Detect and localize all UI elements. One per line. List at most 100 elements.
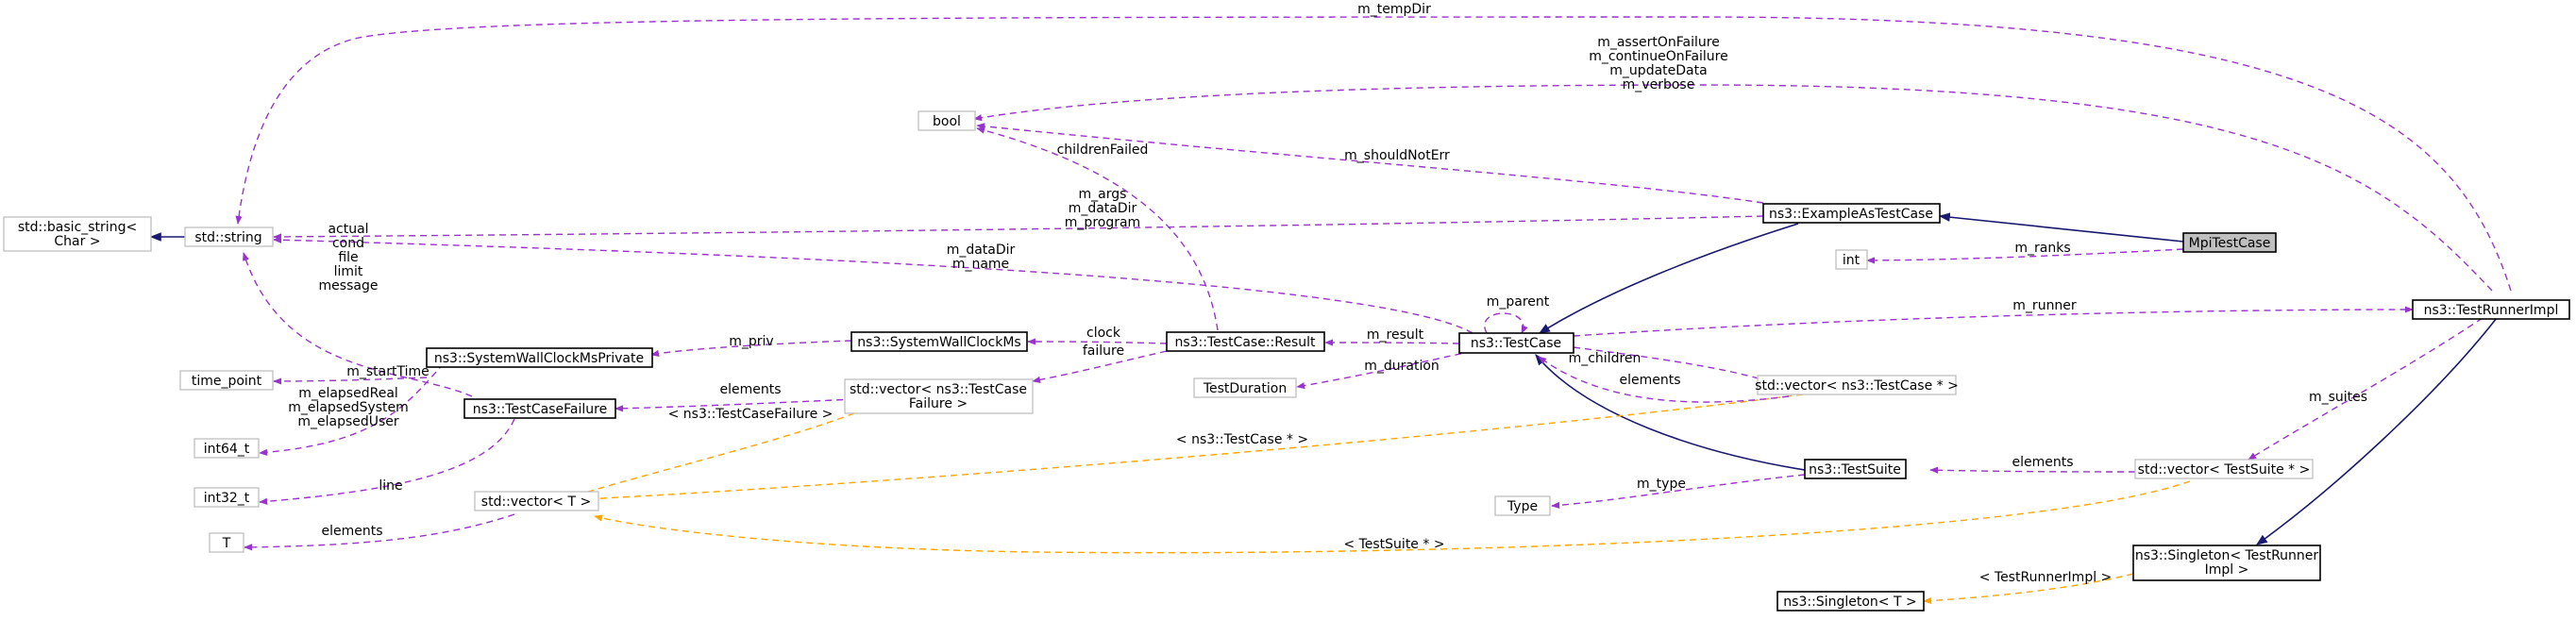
node-label: ns3::Singleton< TestRunner [2135,548,2319,563]
edge-testcase-parent-self [1484,312,1528,334]
edge-result-failure-to-vector [1032,350,1168,383]
node-std-vector-t[interactable]: std::vector< T > [474,491,599,511]
node-label: ns3::TestSuite [1809,462,1901,478]
node-label: std::vector< TestSuite * > [2138,462,2311,478]
node-label: T [222,536,231,551]
edge-singleton-impl-to-singleton-t [1923,573,2134,605]
node-example-as-test-case[interactable]: ns3::ExampleAsTestCase [1762,203,1941,224]
label-m-result: m_result [1367,327,1424,343]
node-test-suite[interactable]: ns3::TestSuite [1804,459,1907,479]
label-m-type: m_type [1637,477,1686,492]
label-line: m_elapsedSystem [288,400,409,415]
node-label: int [1843,253,1860,268]
edge-testsuite-to-testcase [1535,354,1806,471]
node-label: TestDuration [1203,381,1287,396]
node-label: std::vector< ns3::TestCase [850,382,1027,397]
node-label: bool [933,114,961,129]
label-line: m_name [952,257,1009,272]
label-childrenfailed: childrenFailed [1057,142,1149,158]
node-time-point[interactable]: time_point [179,370,274,391]
node-type[interactable]: Type [1494,495,1551,516]
label-m-duration: m_duration [1364,359,1440,374]
node-test-case[interactable]: ns3::TestCase [1458,332,1574,354]
node-label: std::vector< ns3::TestCase * > [1755,378,1959,394]
label-line: m_continueOnFailure [1589,49,1727,64]
node-label: int64_t [204,442,250,457]
node-test-runner-impl[interactable]: ns3::TestRunnerImpl [2412,299,2570,320]
label-elements-suites: elements [2012,455,2073,470]
node-label: ns3::TestCase [1471,336,1561,351]
edge-private-priv-to-clock [650,340,852,357]
node-label: std::basic_string< [18,220,137,235]
edge-mpi-to-example [1938,212,2184,243]
edge-failure-strings-to-string [243,252,473,397]
node-label: ns3::SystemWallClockMs [857,335,1020,350]
nodes: MpiTestCase ns3::ExampleAsTestCase ns3::… [3,110,2570,612]
label-tmpl-test-runner-impl: < TestRunnerImpl > [1979,570,2113,585]
label-elements-children: elements [1619,373,1680,388]
node-label: std::string [194,230,261,245]
node-label: ns3::Singleton< T > [1783,595,1916,610]
node-test-case-failure[interactable]: ns3::TestCaseFailure [463,398,616,419]
node-int32-t[interactable]: int32_t [194,487,260,508]
label-line: m_elapsedUser [297,414,399,429]
node-vector-test-suite-ptr[interactable]: std::vector< TestSuite * > [2134,459,2314,479]
label-failure: failure [1083,344,1124,359]
node-label: ns3::TestCaseFailure [473,402,607,417]
label-line: m_dataDir [1069,201,1137,216]
node-std-string[interactable]: std::string [184,226,274,247]
label-line: message [319,278,379,293]
label-failure-string-members: actual cond file limit message [319,222,379,293]
node-vector-test-case-ptr[interactable]: std::vector< ns3::TestCase * > [1755,375,1959,395]
label-line: actual [328,222,368,237]
edge-runner-suites-to-vector [2248,317,2483,461]
label-m-suites: m_suites [2309,390,2367,405]
node-t[interactable]: T [209,532,244,553]
node-label: Impl > [2205,562,2249,578]
edge-private-elapsed-to-int64 [259,362,445,456]
node-test-duration[interactable]: TestDuration [1193,377,1297,398]
label-line: m_updateData [1609,63,1707,78]
label-tmpl-test-case-ptr: < ns3::TestCase * > [1176,432,1308,447]
label-elapsed-members: m_elapsedReal m_elapsedSystem m_elapsedU… [288,386,409,429]
edge-result-clock-to-ms [1027,338,1168,345]
node-system-wall-clock-ms[interactable]: ns3::SystemWallClockMs [850,331,1028,352]
node-bool[interactable]: bool [918,110,976,131]
label-elements-failure: elements [719,382,781,397]
node-singleton-test-runner-impl[interactable]: ns3::Singleton< TestRunner Impl > [2132,545,2321,581]
label-line: m_assertOnFailure [1597,35,1720,50]
edge-private-starttime-to-timepoint [273,377,428,385]
node-int[interactable]: int [1835,249,1868,270]
node-test-case-result[interactable]: ns3::TestCase::Result [1166,331,1325,352]
label-elements-t: elements [321,524,382,539]
label-m-parent: m_parent [1487,294,1550,310]
node-system-wall-clock-ms-private[interactable]: ns3::SystemWallClockMsPrivate [426,347,653,368]
label-line: m_dataDir [947,243,1016,258]
label-tmpl-test-suite-ptr: < TestSuite * > [1343,537,1444,552]
node-std-basic-string[interactable]: std::basic_string< Char > [3,216,152,252]
edge-example-strings-to-string [273,215,1764,241]
node-mpi-test-case[interactable]: MpiTestCase [2182,232,2277,253]
label-m-shouldnoterr: m_shouldNotErr [1344,148,1450,163]
node-label: Failure > [909,396,968,411]
edge-vector-failure-to-vector-t [565,412,855,500]
node-singleton-t[interactable]: ns3::Singleton< T > [1776,591,1925,612]
label-runner-bool-members: m_assertOnFailure m_continueOnFailure m_… [1589,35,1727,92]
node-vector-test-case-failure[interactable]: std::vector< ns3::TestCase Failure > [844,378,1034,414]
edge-example-to-testcase [1538,223,1799,334]
label-m-children: m_children [1569,351,1642,366]
edge-mpi-ranks-to-int [1866,248,2184,264]
label-m-ranks: m_ranks [2014,241,2070,256]
edges [149,16,2512,605]
label-line: limit [334,264,363,279]
node-label: int32_t [204,491,250,506]
edge-testcase-duration-to-duration [1296,350,1473,390]
node-int64-t[interactable]: int64_t [194,438,260,459]
edge-testcase-runner-to-runner [1573,306,2414,337]
label-example-string-members: m_args m_dataDir m_program [1065,187,1140,230]
edge-vector-testcase-to-vector-t [565,394,1804,504]
edge-vector-suite-to-vector-t [594,480,2191,554]
edge-vector-elements-to-testcase [1538,356,1790,403]
label-testcase-string-members: m_dataDir m_name [947,243,1016,272]
